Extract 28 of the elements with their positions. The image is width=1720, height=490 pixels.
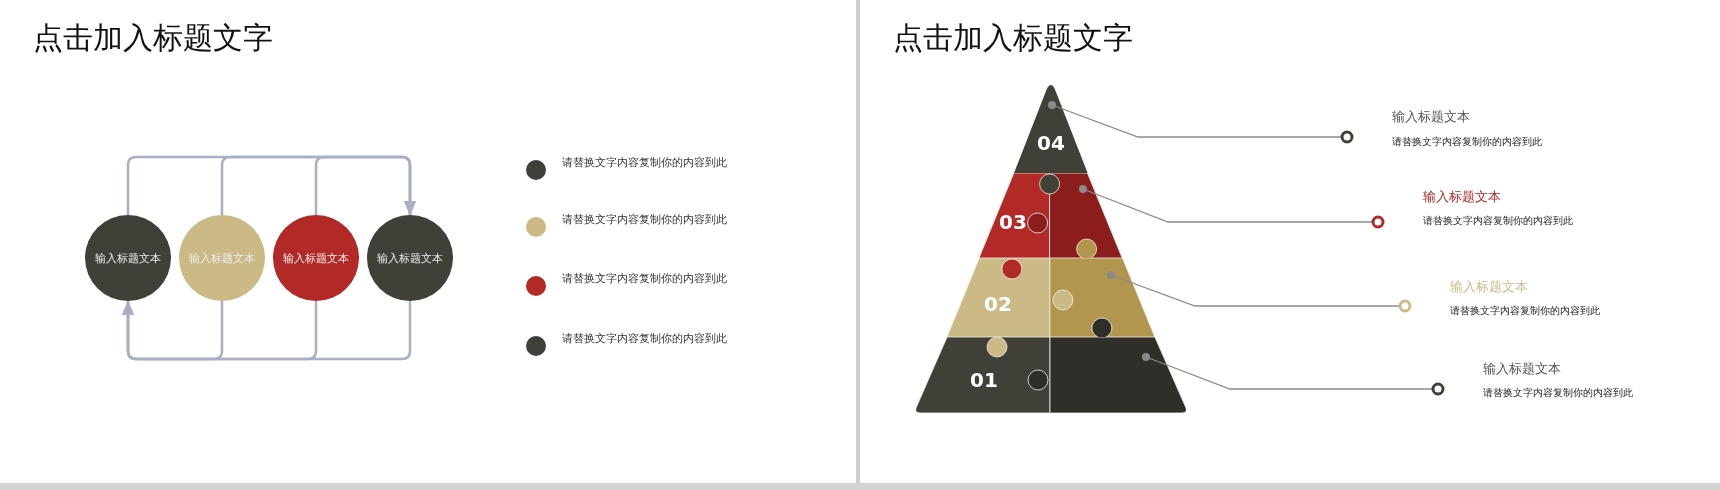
callout-heading: 输入标题文本 xyxy=(1483,360,1561,378)
callout-text: 请替换文字内容复制你的内容到此 xyxy=(1392,135,1542,149)
slide-title: 点击加入标题文字 xyxy=(893,20,1133,56)
callout-text: 请替换文字内容复制你的内容到此 xyxy=(1423,214,1573,228)
callout-text: 请替换文字内容复制你的内容到此 xyxy=(1483,386,1633,400)
leader-line xyxy=(1048,101,1354,144)
arrow xyxy=(122,301,318,361)
callout-heading: 输入标题文本 xyxy=(1423,188,1501,206)
layer-number: 03 xyxy=(999,211,1027,233)
step-circle: 输入标题文本 xyxy=(85,215,171,301)
legend-text: 请替换文字内容复制你的内容到此 xyxy=(562,331,727,345)
legend-text: 请替换文字内容复制你的内容到此 xyxy=(562,155,727,169)
step-circle: 输入标题文本 xyxy=(367,215,453,301)
layer-number: 02 xyxy=(984,293,1012,315)
legend-text: 请替换文字内容复制你的内容到此 xyxy=(562,271,727,285)
step-circle: 输入标题文本 xyxy=(273,215,359,301)
arrow xyxy=(314,155,416,215)
layer-number: 04 xyxy=(1037,132,1065,154)
callout-text: 请替换文字内容复制你的内容到此 xyxy=(1450,304,1600,318)
leader-line xyxy=(1079,185,1385,229)
step-circle: 输入标题文本 xyxy=(179,215,265,301)
legend-text: 请替换文字内容复制你的内容到此 xyxy=(562,212,727,226)
layer-number: 01 xyxy=(970,369,998,391)
callout-heading: 输入标题文本 xyxy=(1392,108,1470,126)
leader-line xyxy=(1107,271,1412,313)
slide-title: 点击加入标题文字 xyxy=(33,20,273,56)
leader-line xyxy=(1142,353,1445,396)
callout-heading: 输入标题文本 xyxy=(1450,278,1528,296)
